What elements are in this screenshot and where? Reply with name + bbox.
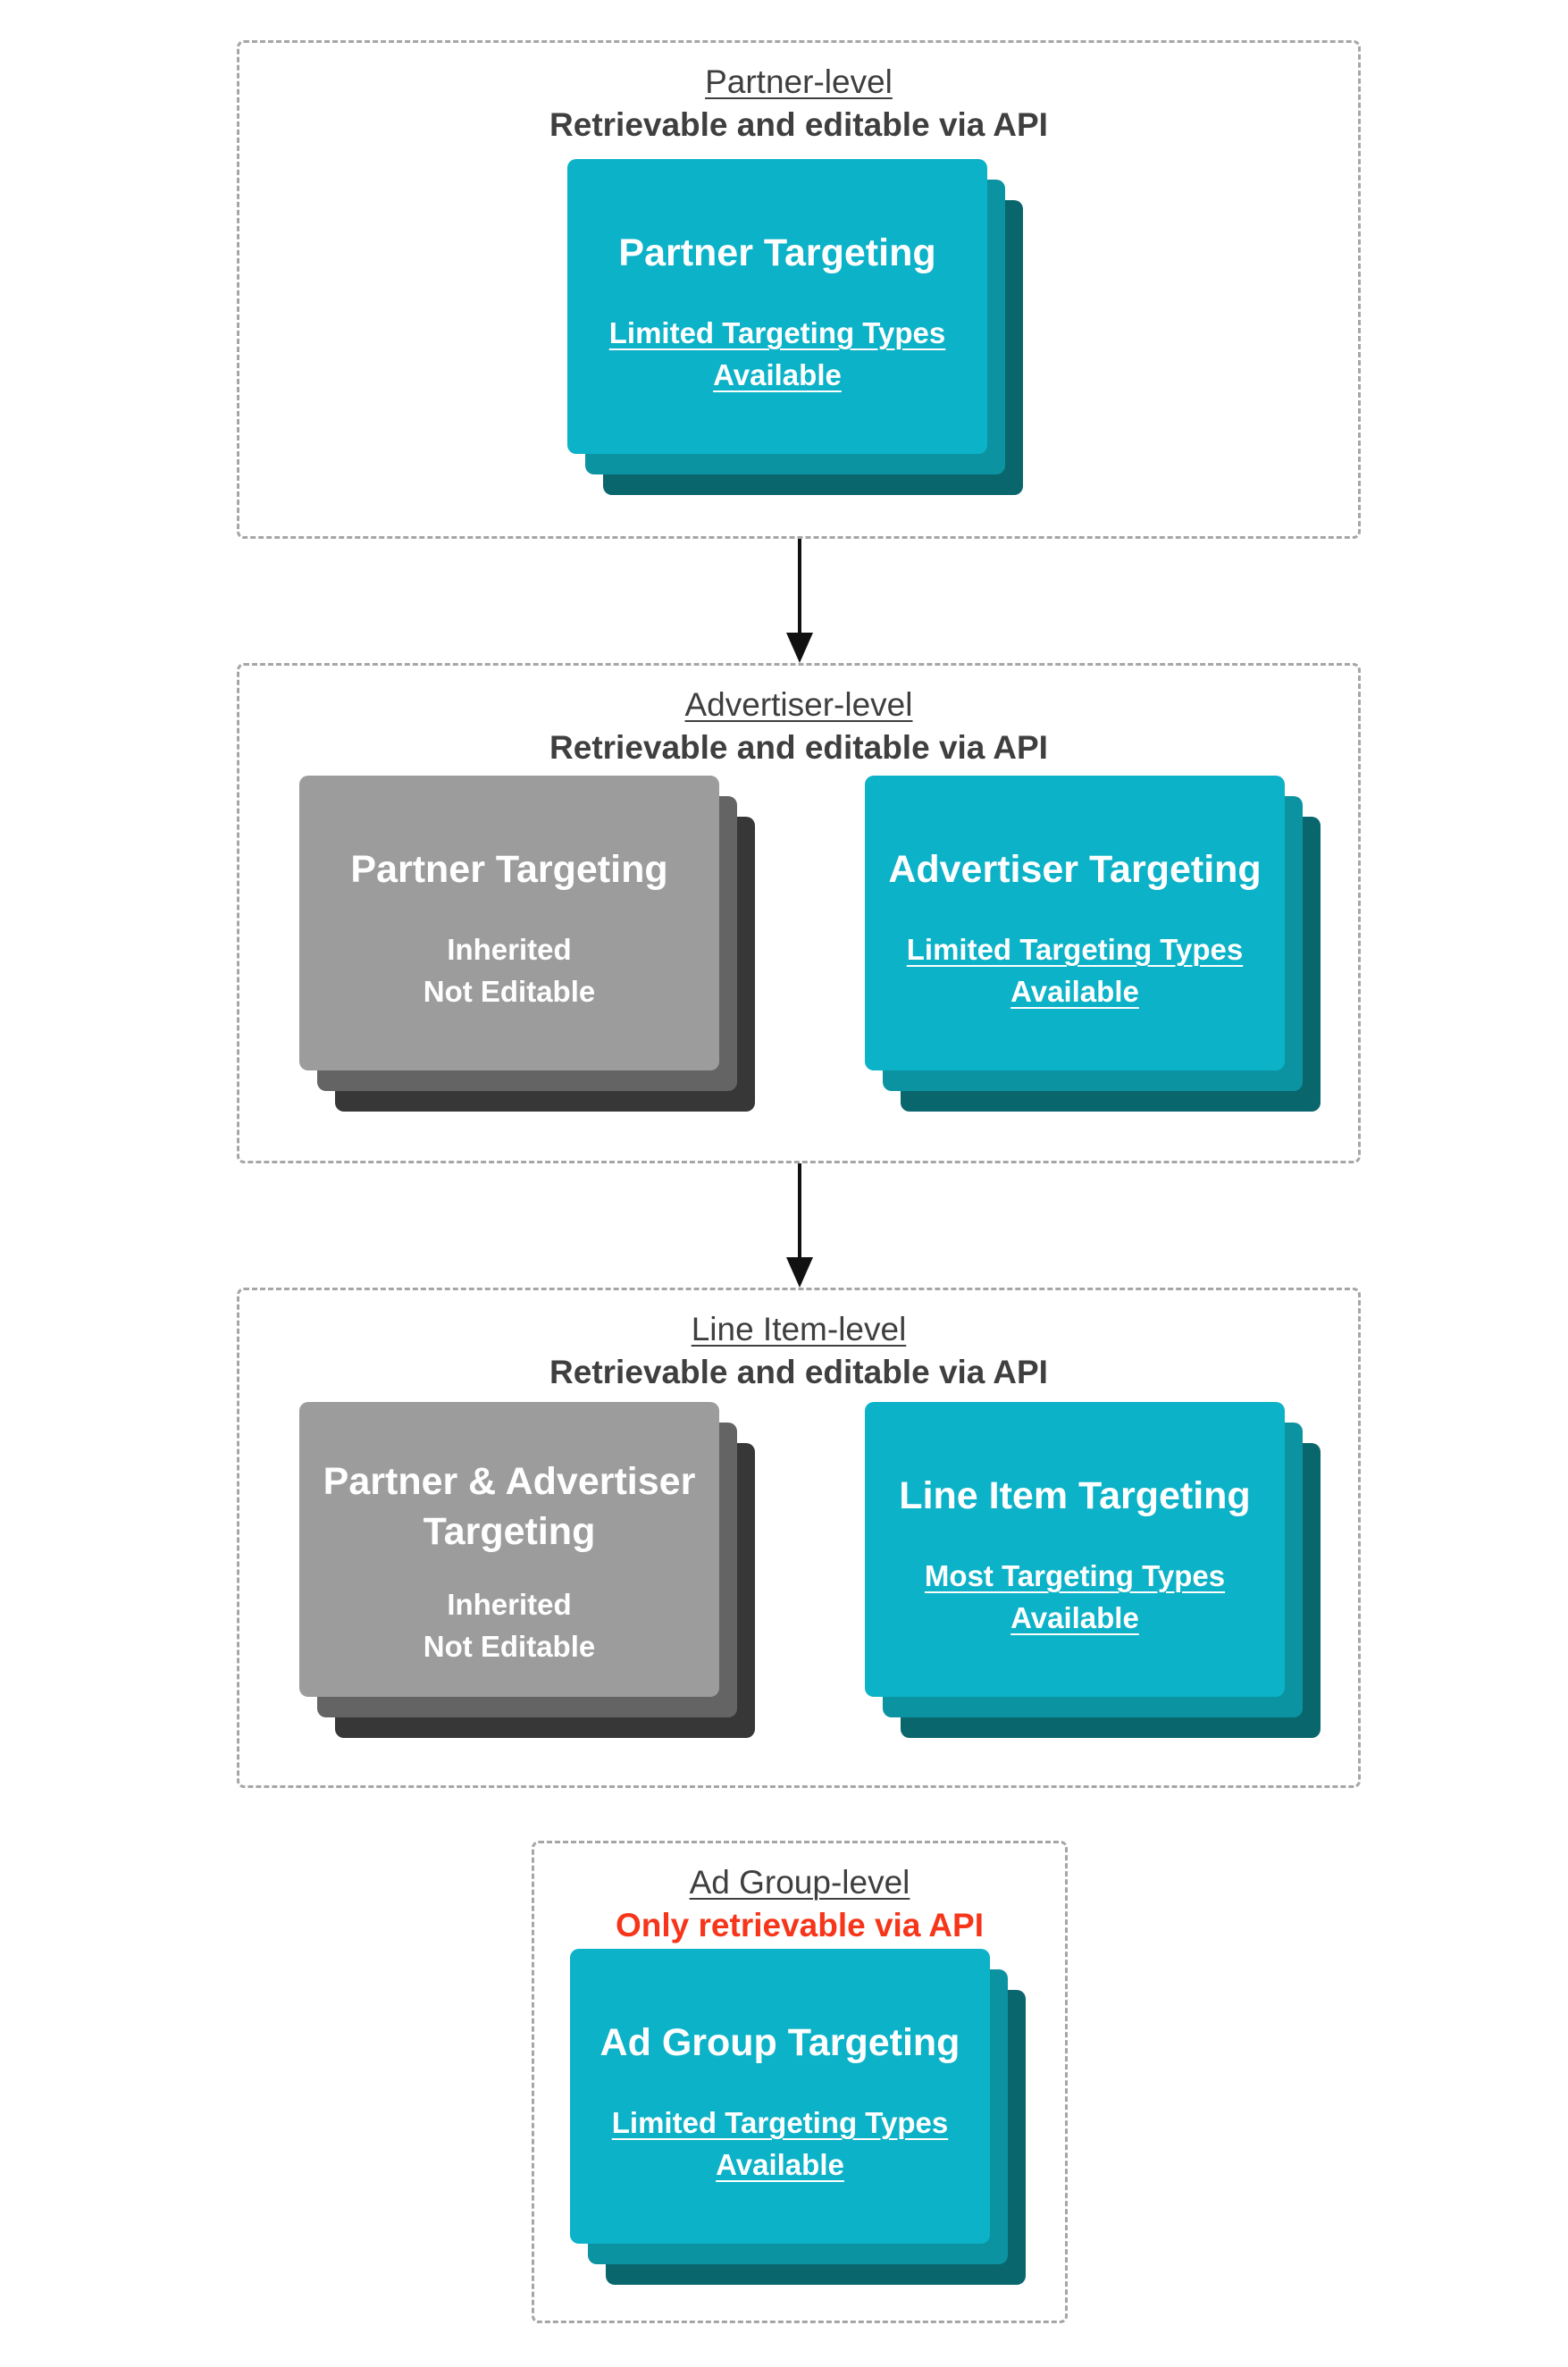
card-title: Ad Group Targeting	[600, 2021, 960, 2064]
arrow-shaft	[798, 1163, 801, 1258]
section-title-text: Line Item-level	[691, 1311, 907, 1347]
card-body: Inherited Not Editable	[423, 1587, 596, 1663]
section-title-text: Partner-level	[705, 63, 893, 100]
ad-group-targeting-card: Ad Group Targeting Limited Targeting Typ…	[570, 1949, 990, 2244]
section-ad-group-level: Ad Group-level Only retrievable via API …	[532, 1841, 1068, 2323]
arrow-shaft	[798, 539, 801, 634]
inherited-partner-targeting-card: Partner Targeting Inherited Not Editable	[299, 776, 719, 1070]
arrow-head	[786, 633, 813, 663]
section-note: Retrievable and editable via API	[549, 106, 1048, 144]
advertiser-targeting-card: Advertiser Targeting Limited Targeting T…	[865, 776, 1285, 1070]
advertiser-targeting-card-stack: Advertiser Targeting Limited Targeting T…	[865, 776, 1321, 1112]
card-body: Limited Targeting Types Available	[608, 315, 946, 391]
card-body: Inherited Not Editable	[423, 932, 596, 1008]
section-title: Advertiser-level	[239, 684, 1358, 726]
section-advertiser-level: Advertiser-level Retrievable and editabl…	[237, 663, 1361, 1163]
inherited-partner-advertiser-targeting-card-stack: Partner & Advertiser Targeting Inherited…	[299, 1402, 755, 1738]
card-title: Partner Targeting	[618, 231, 936, 274]
card-title: Line Item Targeting	[899, 1474, 1251, 1517]
section-title-text: Advertiser-level	[684, 686, 913, 723]
partner-targeting-card-stack: Partner Targeting Limited Targeting Type…	[567, 159, 1023, 495]
arrow-down-icon	[786, 1163, 813, 1288]
arrow-head	[786, 1257, 813, 1288]
ad-group-targeting-card-stack: Ad Group Targeting Limited Targeting Typ…	[570, 1949, 1026, 2285]
section-title: Line Item-level	[239, 1308, 1358, 1351]
card-body: Limited Targeting Types Available	[906, 932, 1244, 1008]
card-title: Partner Targeting	[350, 848, 668, 891]
section-partner-level: Partner-level Retrievable and editable v…	[237, 40, 1361, 539]
inherited-partner-advertiser-targeting-card: Partner & Advertiser Targeting Inherited…	[299, 1402, 719, 1697]
partner-targeting-card: Partner Targeting Limited Targeting Type…	[567, 159, 987, 454]
section-title: Ad Group-level	[534, 1861, 1065, 1904]
card-title: Partner & Advertiser Targeting	[323, 1460, 696, 1553]
line-item-targeting-card-stack: Line Item Targeting Most Targeting Types…	[865, 1402, 1321, 1738]
section-note: Retrievable and editable via API	[549, 1354, 1048, 1391]
section-note: Only retrievable via API	[616, 1907, 984, 1944]
section-title: Partner-level	[239, 61, 1358, 104]
section-line-item-level: Line Item-level Retrievable and editable…	[237, 1288, 1361, 1788]
line-item-targeting-card: Line Item Targeting Most Targeting Types…	[865, 1402, 1285, 1697]
section-title-text: Ad Group-level	[689, 1864, 910, 1901]
card-body: Most Targeting Types Available	[924, 1558, 1226, 1634]
inherited-partner-targeting-card-stack: Partner Targeting Inherited Not Editable	[299, 776, 755, 1112]
card-title: Advertiser Targeting	[888, 848, 1262, 891]
arrow-down-icon	[786, 539, 813, 663]
section-note: Retrievable and editable via API	[549, 729, 1048, 767]
card-body: Limited Targeting Types Available	[611, 2105, 949, 2181]
